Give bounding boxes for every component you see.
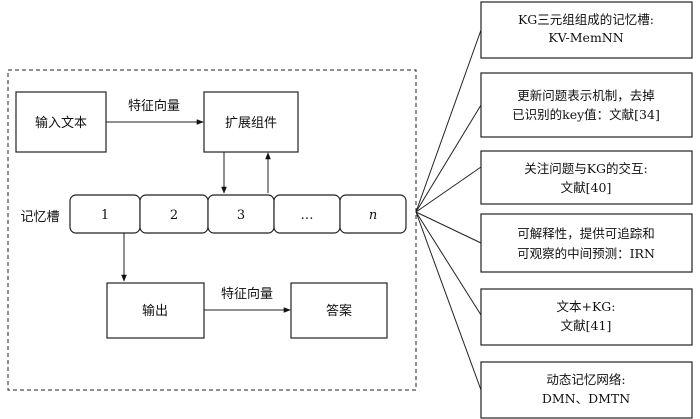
- note-6: 动态记忆网络: DMN、DMTN: [480, 361, 693, 419]
- memory-slot-label: 记忆槽: [20, 209, 59, 225]
- note-4-line-2: 可观察的中间预测：IRN: [517, 246, 655, 261]
- memory-slots: 1 2 3 … n: [69, 194, 407, 234]
- answer-node: 答案: [290, 282, 388, 339]
- note-3-line-2: 文献[40]: [561, 180, 612, 195]
- input-text-label: 输入文本: [35, 115, 87, 131]
- memory-slot-5: [339, 194, 407, 234]
- feature-vector-top-label: 特征向量: [128, 98, 180, 114]
- note-2: 更新问题表示机制，去掉 已识别的key值：文献[34]: [480, 72, 693, 138]
- answer-label: 答案: [326, 303, 352, 319]
- note-2-line-2: 已识别的key值：文献[34]: [512, 107, 660, 122]
- slot-label-2: 2: [170, 208, 178, 223]
- slot-label-1: 1: [101, 208, 109, 223]
- slot-label-3: 3: [237, 208, 245, 223]
- extension-component-node: 扩展组件: [203, 91, 299, 153]
- note-5: 文本+KG: 文献[41]: [480, 288, 693, 346]
- output-node: 输出: [106, 282, 205, 339]
- note-4-line-1: 可解释性，提供可追踪和: [517, 226, 655, 241]
- note-5-line-2: 文献[41]: [561, 318, 612, 333]
- note-6-line-2: DMN、DMTN: [542, 391, 630, 406]
- note-2-line-1: 更新问题表示机制，去掉: [517, 88, 655, 103]
- note-4: 可解释性，提供可追踪和 可观察的中间预测：IRN: [480, 213, 693, 273]
- output-label: 输出: [142, 303, 168, 319]
- note-3-line-1: 关注问题与KG的交互:: [524, 161, 648, 176]
- input-text-node: 输入文本: [15, 91, 107, 153]
- note-5-line-1: 文本+KG:: [556, 299, 615, 314]
- note-1: KG三元组组成的记忆槽: KV-MemNN: [480, 1, 693, 59]
- note-1-line-1: KG三元组组成的记忆槽:: [518, 12, 654, 27]
- slot-label-4: …: [301, 208, 314, 223]
- note-1-line-2: KV-MemNN: [548, 30, 623, 45]
- extension-component-label: 扩展组件: [225, 116, 277, 131]
- feature-vector-bottom-label: 特征向量: [221, 286, 273, 302]
- fan-lines: [415, 29, 482, 391]
- slot-label-5: n: [369, 208, 377, 223]
- note-3: 关注问题与KG的交互: 文献[40]: [480, 150, 693, 205]
- note-6-line-1: 动态记忆网络:: [546, 372, 625, 387]
- dashed-container: [7, 69, 417, 391]
